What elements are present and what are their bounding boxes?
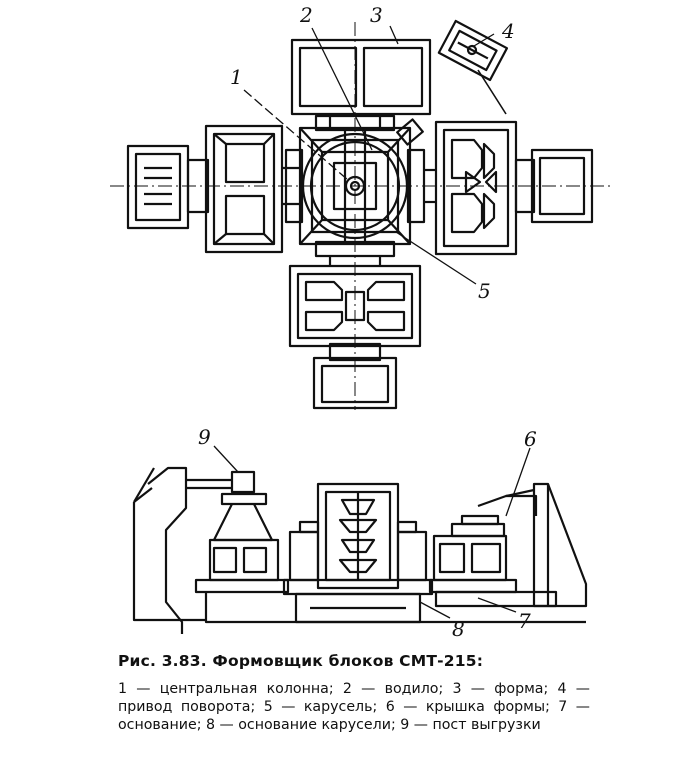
callout-6: 6 [524,427,537,451]
unloading-post [132,466,496,634]
leaders-elevation [213,445,531,619]
small-drive [396,118,424,146]
figure-caption: Рис. 3.83. Формовщик блоков СМТ-215: 1 —… [118,652,590,734]
center-lines [110,22,612,410]
rotation-drive [437,19,509,82]
machine-drawing: 1 2 3 4 5 6 7 8 9 [110,3,612,641]
callout-labels: 1 2 3 4 5 6 7 8 9 [198,3,537,641]
central-carousel [284,114,426,258]
plan-view [110,19,612,410]
caption-title: Рис. 3.83. Формовщик блоков СМТ-215: [118,652,484,670]
callout-5: 5 [478,279,491,303]
top-station [290,38,432,128]
callout-4: 4 [501,19,515,43]
right-elevation [428,482,588,624]
leaders [243,25,495,285]
left-station [126,124,300,254]
callout-2: 2 [299,3,313,27]
central-column [344,175,366,197]
callout-7: 7 [518,609,531,633]
callout-1: 1 [230,65,243,89]
callout-9: 9 [198,425,211,449]
callout-8: 8 [452,617,465,641]
carousel-elevation [282,482,434,624]
bottom-station [288,256,422,410]
elevation-view [132,445,588,634]
callout-3: 3 [370,3,383,27]
right-station [424,120,594,256]
caption-legend: 1 — центральная колонна; 2 — водило; 3 —… [118,681,590,733]
